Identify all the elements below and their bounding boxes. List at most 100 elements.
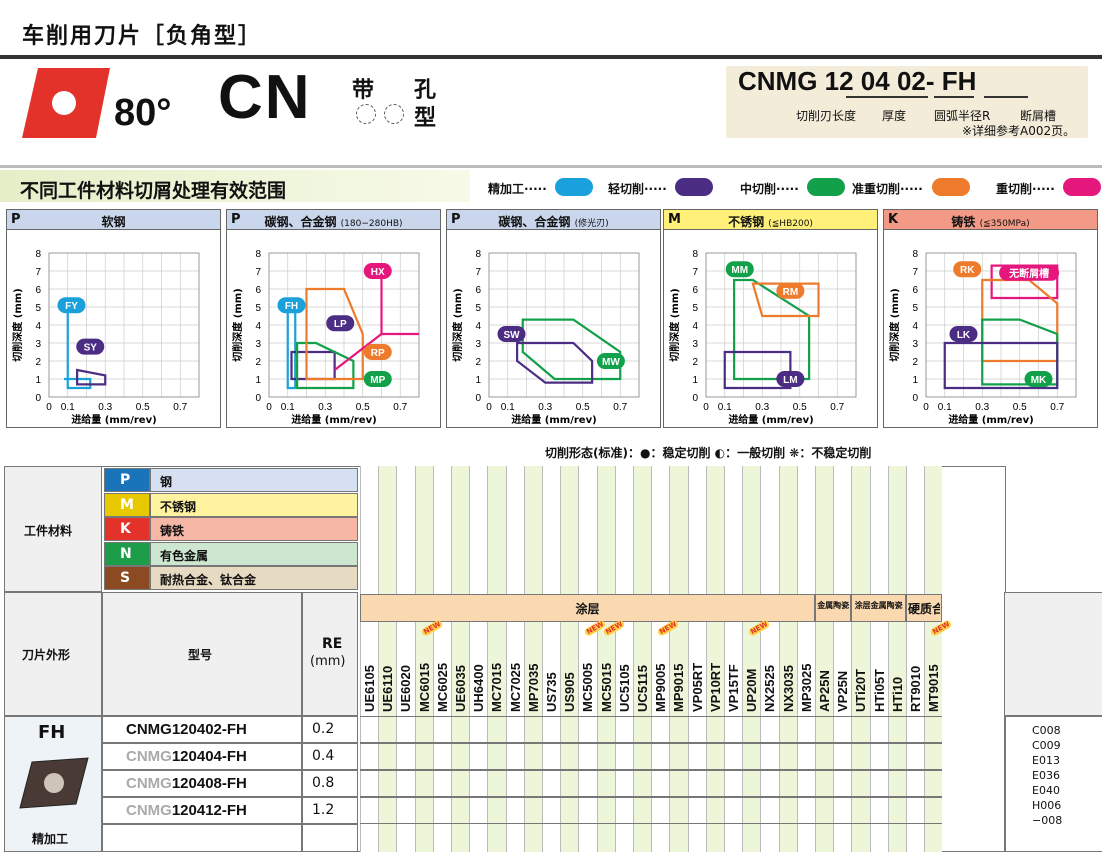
re-value: 1.2 xyxy=(312,802,335,818)
grade-column xyxy=(778,466,797,852)
angle-text: 80° xyxy=(114,92,172,134)
x-axis-label: 进给量 (mm/rev) xyxy=(948,413,1033,426)
y-tick-label: 2 xyxy=(692,357,698,368)
grade-column xyxy=(887,466,906,852)
grade-column xyxy=(633,466,652,852)
breaker-badge xyxy=(725,261,754,278)
grade-name: UC5115 xyxy=(635,665,650,712)
breaker-label: LM xyxy=(783,375,797,386)
grade-name: AP25N xyxy=(817,670,832,712)
model-code: CNMG120402-FH xyxy=(126,721,247,738)
y-tick-label: 8 xyxy=(475,249,481,260)
breaker-label: 无断屑槽 xyxy=(1008,267,1049,280)
grade-name: VP10RT xyxy=(707,662,723,712)
y-axis-label: 切削深度 (mm) xyxy=(888,288,901,361)
grade-column xyxy=(833,466,852,852)
material-name: 铸铁 xyxy=(160,524,185,539)
grade-name: MP7035 xyxy=(525,663,541,712)
cut-form-note: 切削形态(标准)：●：稳定切削 ◐：一般切削 ❋：不稳定切削 xyxy=(545,446,872,460)
grade-name: UE6020 xyxy=(398,665,414,712)
model-suffix: 120412-FH xyxy=(171,802,247,819)
grade-row-line xyxy=(360,743,943,770)
y-tick-label: 1 xyxy=(912,375,918,386)
grade-column xyxy=(396,466,415,852)
material-letter: S xyxy=(120,570,131,587)
panel-title: 铸铁 (≦350MPa) xyxy=(951,215,1030,229)
breaker-badge xyxy=(497,326,526,342)
y-tick-label: 5 xyxy=(912,303,918,314)
rhombus-icon xyxy=(22,68,110,138)
y-tick-label: 6 xyxy=(912,285,918,296)
model-prefix: CNMG xyxy=(126,802,172,819)
chipbreaker-region xyxy=(723,350,792,390)
ref-header-cell xyxy=(1004,592,1102,716)
legend-swatch xyxy=(1063,178,1101,196)
x-tick-label: 0 xyxy=(46,402,52,413)
y-tick-label: 4 xyxy=(475,321,481,332)
chipbreaker-region xyxy=(733,278,811,381)
grade-name: MC6025 xyxy=(434,662,450,712)
x-axis-label: 进给量 (mm/rev) xyxy=(728,413,813,426)
grade-column xyxy=(687,466,706,852)
material-letter-cell xyxy=(104,492,150,517)
y-tick-label: 5 xyxy=(255,303,261,314)
re-cell xyxy=(302,797,358,824)
breaker-badge xyxy=(1024,371,1053,387)
breaker-label: MW xyxy=(602,357,620,368)
section-rule xyxy=(0,165,1102,168)
code-label-length: 切削刃长度 xyxy=(796,109,857,123)
y-tick-label: 8 xyxy=(692,249,698,260)
model-cell xyxy=(102,797,302,824)
model-header-cell xyxy=(102,592,302,716)
breaker-badge xyxy=(776,371,805,387)
y-tick-label: 1 xyxy=(35,375,41,386)
legend-swatch xyxy=(555,178,593,196)
grade-row-line xyxy=(360,770,943,797)
model-code: CNMG120404-FH xyxy=(126,748,247,765)
grade-column xyxy=(451,466,470,852)
plot-frame xyxy=(48,252,200,398)
grade-name: MC7025 xyxy=(507,662,523,712)
model-cell-empty xyxy=(102,824,302,852)
grade-name: MP9015 xyxy=(671,663,687,712)
grade-name: HTi10 xyxy=(889,676,905,712)
material-letter: K xyxy=(120,521,131,538)
ref-page: E013 xyxy=(1032,754,1060,767)
grade-column xyxy=(614,466,633,852)
breaker-badge xyxy=(57,297,86,314)
hole-char-2: 孔 xyxy=(414,78,437,103)
ref-page: H006 xyxy=(1032,799,1062,812)
breaker-code: FH xyxy=(38,722,66,743)
legend-label: 准重切削····· xyxy=(852,182,923,196)
shape-label: 刀片外形 xyxy=(22,648,71,662)
material-letter-cell xyxy=(104,566,150,591)
y-tick-label: 6 xyxy=(692,285,698,296)
y-tick-label: 3 xyxy=(692,339,698,350)
breaker-label: SY xyxy=(84,343,98,354)
breaker-badge xyxy=(363,371,392,387)
grade-column xyxy=(851,466,870,852)
model-cell xyxy=(102,716,302,743)
grade-group-label: 金属陶瓷 xyxy=(817,601,850,610)
material-label-cell xyxy=(4,466,102,592)
y-tick-label: 3 xyxy=(35,339,41,350)
x-axis-label: 进给量 (mm/rev) xyxy=(291,413,376,426)
hole-circle-icon xyxy=(356,104,376,124)
insert-hole xyxy=(44,773,64,793)
material-name-cell xyxy=(150,492,358,517)
material-letter-cell xyxy=(104,517,150,542)
material-name-cell xyxy=(150,566,358,591)
x-tick-label: 0.5 xyxy=(356,402,370,413)
y-tick-label: 5 xyxy=(35,303,41,314)
material-name-cell xyxy=(150,468,358,492)
y-tick-label: 7 xyxy=(255,267,261,278)
x-tick-label: 0 xyxy=(703,402,709,413)
breaker-badge xyxy=(999,264,1060,281)
grade-name: UP20M xyxy=(744,668,760,712)
